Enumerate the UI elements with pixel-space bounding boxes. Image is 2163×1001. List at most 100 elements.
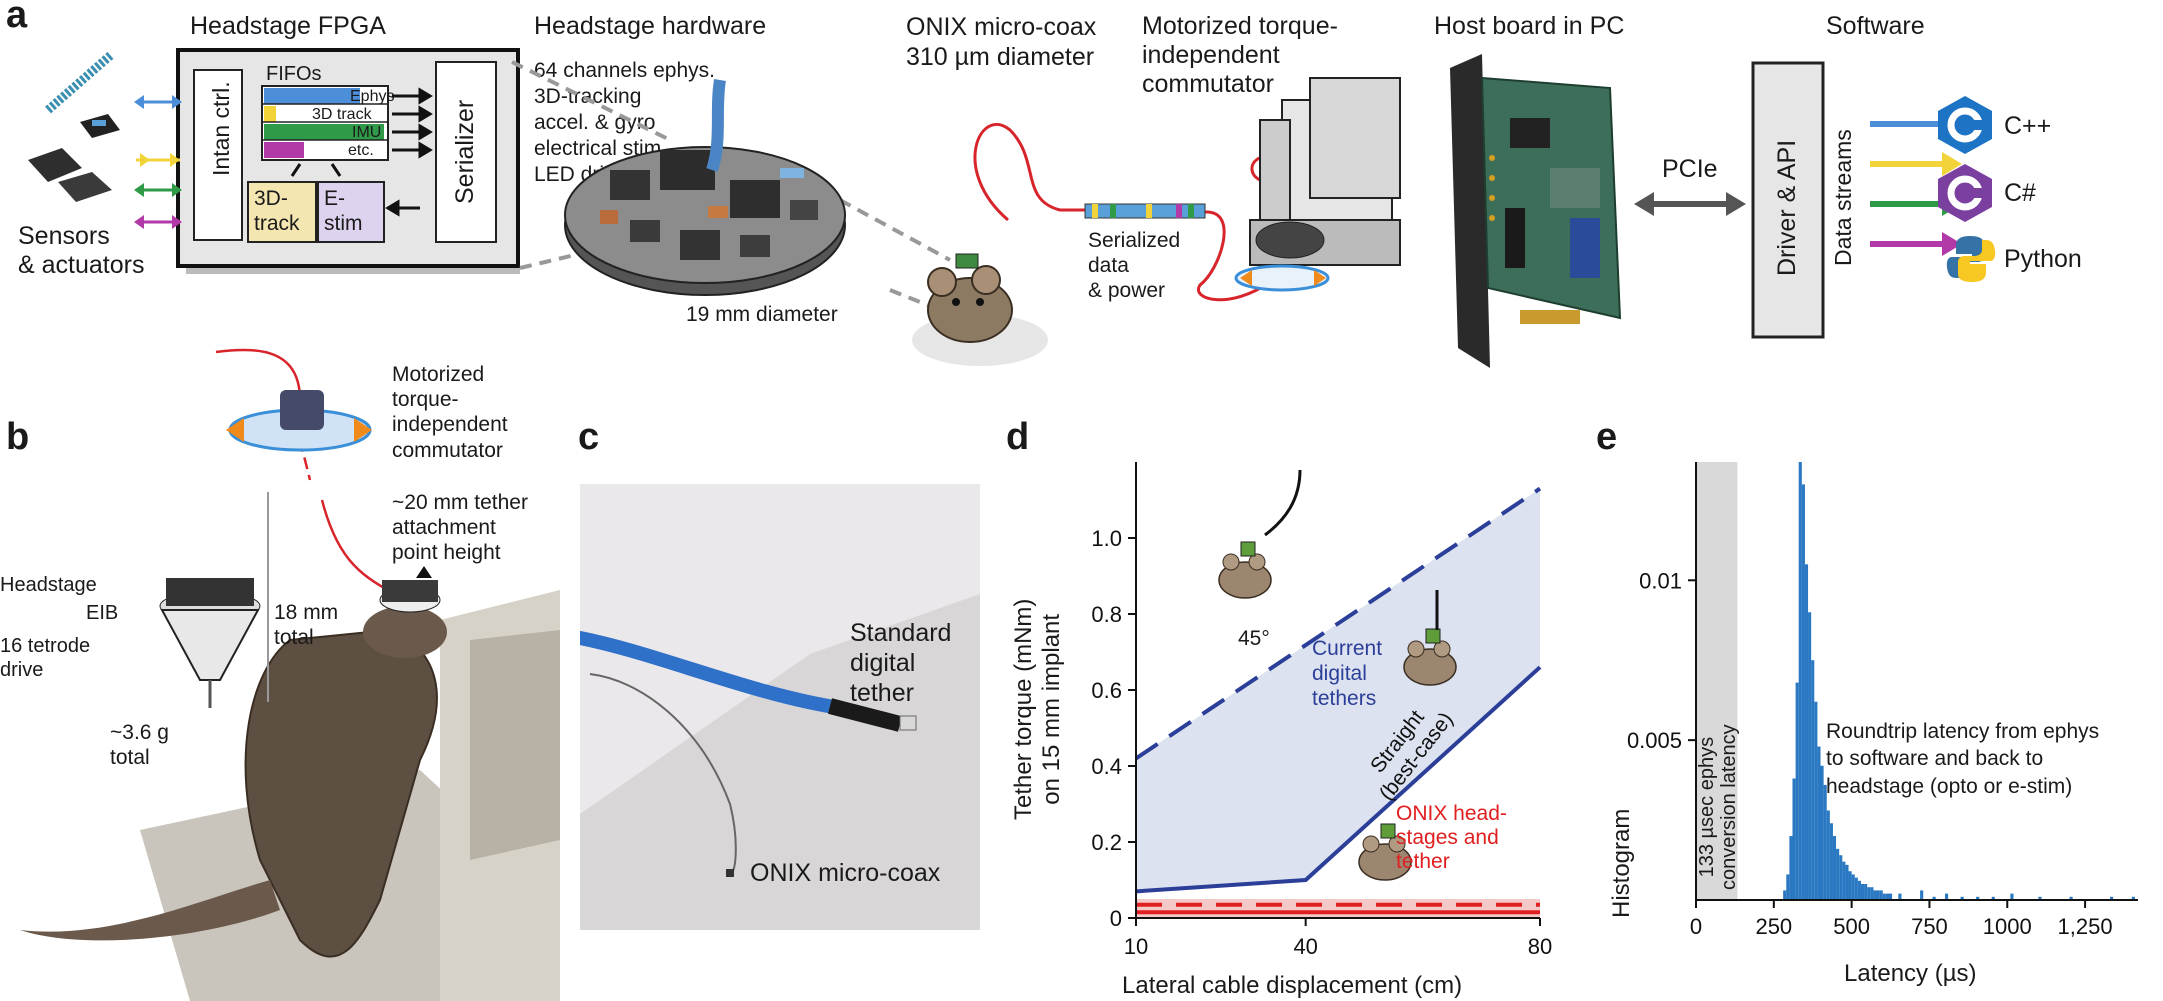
- histogram-bar: [1811, 660, 1815, 900]
- histogram-bar: [1945, 893, 1949, 900]
- y-tick-label: 1.0: [1091, 526, 1122, 551]
- fifo-arrows: [290, 87, 433, 217]
- b-headstage-label: Headstage: [0, 574, 97, 596]
- histogram-bar: [1817, 746, 1821, 900]
- panel-label-d: d: [1006, 416, 1030, 458]
- histogram-bar: [1860, 884, 1865, 900]
- fifo-imu-bar: [264, 124, 384, 140]
- y-tick-label: 0.8: [1091, 602, 1122, 627]
- histogram-bar: [1823, 784, 1827, 900]
- x-tick-label: 1000: [1983, 914, 2032, 939]
- e-annotation: Roundtrip latency from ephys to software…: [1826, 720, 2100, 798]
- tether-line-icon: [1264, 469, 1302, 537]
- headstage-icon: [1380, 823, 1396, 839]
- c-standard-label: Standard digital tether: [850, 619, 952, 707]
- lang-python: Python: [2004, 245, 2082, 273]
- fpga-title: Headstage FPGA: [190, 12, 386, 40]
- y-tick-label: 0.005: [1627, 728, 1682, 753]
- sensor-chips-icon: [28, 50, 120, 202]
- fifo-etc-bar: [264, 142, 304, 158]
- histogram-bar: [1870, 887, 1874, 900]
- mouse-icon: [1403, 648, 1457, 686]
- serializer-box: [435, 61, 497, 243]
- e-xlabel: Latency (µs): [1844, 960, 1977, 987]
- intan-label: Intan ctrl.: [208, 81, 234, 176]
- e-shaded-label: 133 µsec ephys conversion latency: [1696, 724, 1740, 890]
- e-ylabel: Histogram: [1608, 808, 1635, 918]
- driver-label: Driver & API: [1773, 139, 1801, 276]
- driver-box: [1751, 61, 1825, 339]
- histogram-bar: [2038, 896, 2042, 900]
- histogram-bar: [1839, 855, 1843, 900]
- estim-label: E- stim: [324, 187, 363, 236]
- track3d-label: 3D- track: [254, 187, 300, 236]
- histogram-bar: [1888, 893, 1893, 900]
- c-coax-label: ONIX micro-coax: [750, 859, 941, 887]
- panel-label-a: a: [6, 0, 28, 36]
- x-tick-label: 80: [1528, 934, 1552, 959]
- x-tick-label: 10: [1124, 934, 1148, 959]
- histogram-bar: [1789, 836, 1793, 900]
- fpga-diagram: [28, 48, 520, 274]
- histogram-bar: [1879, 890, 1883, 900]
- fifo-ephys-label: Ephys: [350, 88, 395, 105]
- histogram-bar: [1848, 871, 1852, 900]
- x-tick-label: 1,250: [2058, 914, 2113, 939]
- fifo-track-bar: [264, 106, 276, 122]
- serialized-label: Serialized data & power: [1088, 229, 1181, 303]
- histogram-bar: [1864, 884, 1868, 900]
- histogram-bar: [1885, 893, 1889, 900]
- histogram-bar: [1867, 887, 1871, 900]
- histogram-bar: [1845, 864, 1849, 900]
- series-line-0: [1134, 486, 1542, 761]
- histogram-bar: [1836, 848, 1840, 900]
- mouse-illustration-a: [912, 253, 1048, 366]
- histogram-bar: [1795, 682, 1799, 900]
- b-height-label: 18 mm total: [274, 601, 339, 650]
- python-logo-icon: [1946, 236, 1996, 282]
- panel-label-e: e: [1596, 416, 1618, 458]
- histogram-bar: [1976, 896, 1980, 900]
- b-eib-label: EIB: [86, 602, 119, 624]
- d-annotation-45: 45°: [1238, 627, 1270, 650]
- software-title: Software: [1826, 12, 1925, 40]
- x-tick-label: 0: [1690, 914, 1702, 939]
- histogram-bar: [1898, 893, 1902, 900]
- mouse-ear-icon: [1248, 553, 1266, 571]
- host-board-illustration: [1450, 54, 1622, 368]
- histogram-bar: [1792, 778, 1796, 900]
- data-streams-label: Data streams: [1830, 129, 1856, 266]
- tether-photo: [580, 484, 980, 930]
- lang-cpp: C++: [2004, 112, 2052, 140]
- mouse-ear-icon: [1222, 553, 1240, 571]
- x-tick-label: 250: [1755, 914, 1792, 939]
- histogram-bar: [1832, 836, 1837, 900]
- histogram-bar: [1857, 880, 1861, 900]
- panel-label-c: c: [578, 416, 600, 458]
- torque-area: [1136, 488, 1540, 892]
- histogram-bar: [2109, 896, 2114, 900]
- sensors-label: Sensors & actuators: [18, 222, 145, 279]
- b-tetrode-label: 16 tetrode drive: [0, 635, 91, 681]
- hw-diameter: 19 mm diameter: [686, 303, 838, 326]
- y-tick-label: 0.6: [1091, 678, 1122, 703]
- histogram-bar: [1854, 877, 1858, 900]
- mouse-ear-icon: [1362, 835, 1380, 853]
- y-tick-label: 0: [1110, 906, 1122, 931]
- x-tick-label: 750: [1911, 914, 1948, 939]
- fifo-track-label: 3D track: [312, 106, 372, 123]
- coax-title: ONIX micro-coax 310 µm diameter: [906, 13, 1097, 71]
- histogram-bar: [1801, 484, 1805, 900]
- cpp-logo-icon: [1938, 96, 1992, 154]
- fifo-imu-label: IMU: [352, 124, 382, 141]
- y-tick-label: 0.4: [1091, 754, 1122, 779]
- histogram-bar: [1829, 823, 1833, 900]
- d-xlabel: Lateral cable displacement (cm): [1122, 972, 1463, 999]
- coax-cable-illustration: [973, 123, 1292, 302]
- lang-csharp: C#: [2004, 179, 2036, 207]
- commutator-title: Motorized torque- independent commutator: [1142, 12, 1338, 98]
- histogram-bar: [1826, 810, 1830, 900]
- histogram-bar: [1804, 564, 1809, 900]
- histogram-bar: [2010, 893, 2014, 900]
